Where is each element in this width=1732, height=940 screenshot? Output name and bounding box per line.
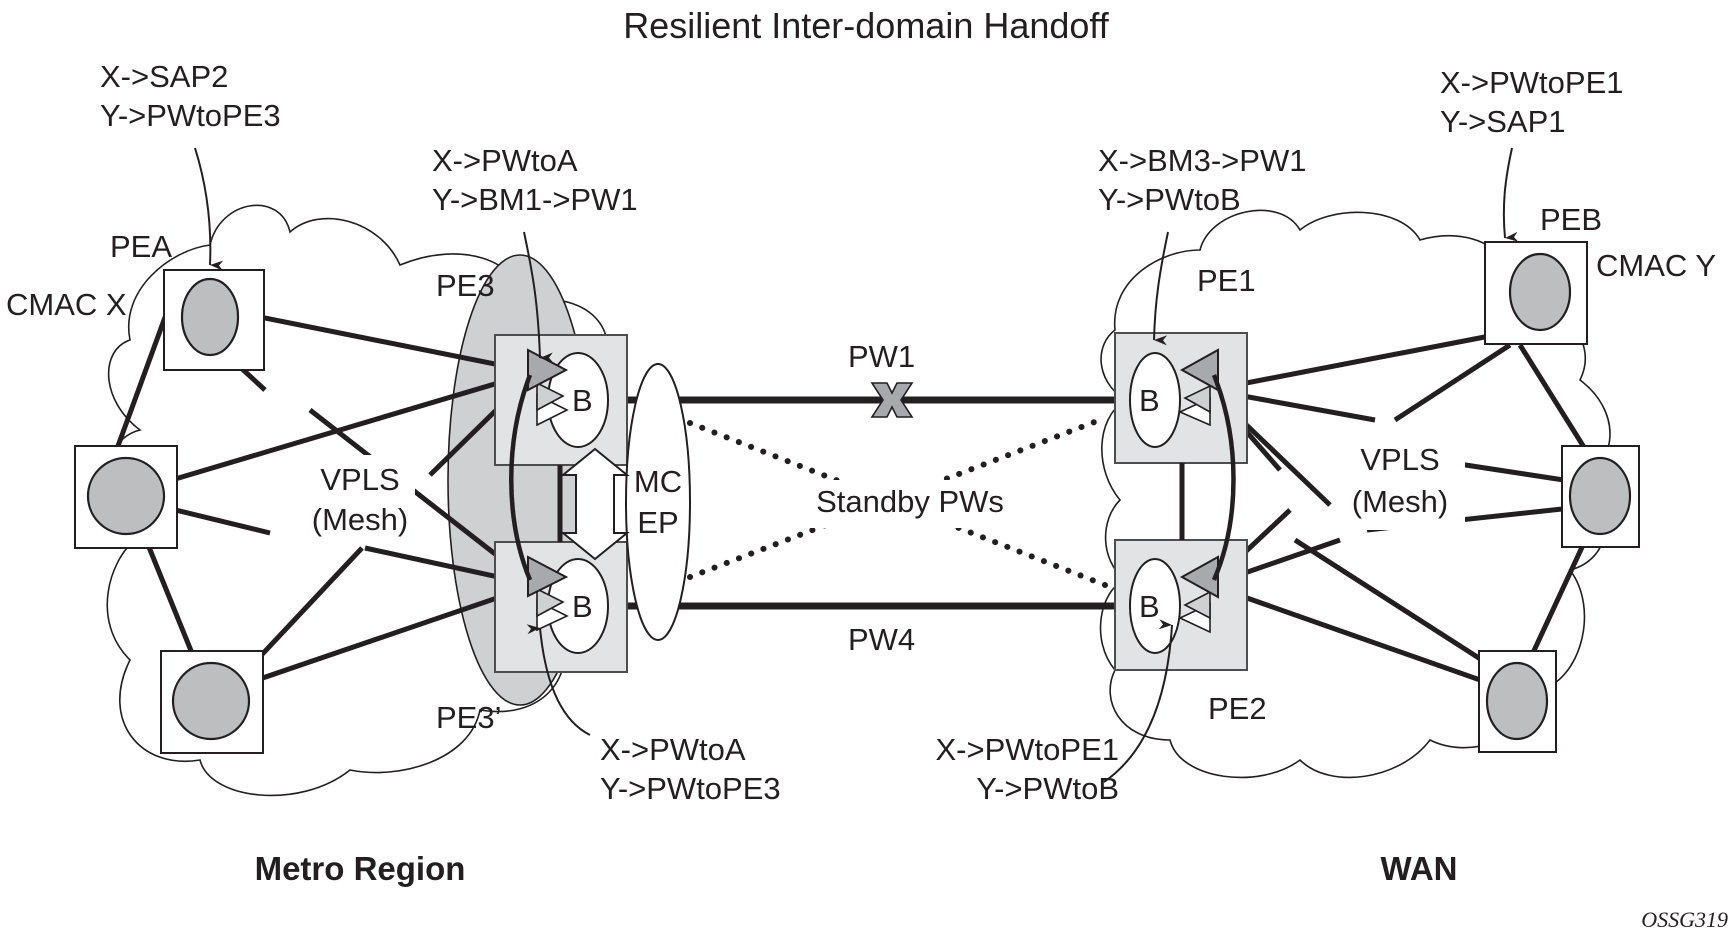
pea-node[interactable] xyxy=(163,269,265,371)
wan-vpls-label-line-1: VPLS xyxy=(1360,442,1439,477)
pe2-fib-line-2: Y->PWtoB xyxy=(976,771,1119,806)
pe1-fib-line-2: Y->PWtoB xyxy=(1098,182,1241,217)
standby-pws-label: Standby PWs xyxy=(816,484,1004,519)
mc-ep-label-line-2: EP xyxy=(637,505,678,540)
pe3-prime-label: PE3’ xyxy=(436,700,501,735)
mc-ep-ellipse xyxy=(625,363,691,641)
cmac-y-label: CMAC Y xyxy=(1596,248,1716,283)
peb-label: PEB xyxy=(1540,202,1602,237)
pe3-redundancy-curve xyxy=(509,374,533,581)
diagram-title: Resilient Inter-domain Handoff xyxy=(623,5,1110,46)
peb-node[interactable] xyxy=(1484,241,1588,345)
pe2-label: PE2 xyxy=(1208,691,1267,726)
pe2-annotation-arrow xyxy=(1103,619,1173,783)
wan-pe-middle-node[interactable] xyxy=(1561,445,1640,548)
mc-ep-label-line-1: MC xyxy=(634,464,682,499)
standby-label-bg xyxy=(765,480,1055,528)
sap-triangles-pe2 xyxy=(1178,555,1219,634)
bridge-label-pe3-prime: B xyxy=(572,589,593,624)
bridge-label-pe1: B xyxy=(1139,383,1160,418)
metro-vpls-label-line-2: (Mesh) xyxy=(312,502,408,537)
wan-region-label: WAN xyxy=(1381,850,1458,887)
figure-code: OSSG319 xyxy=(1641,907,1728,932)
pe3-prime-fib-line-2: Y->PWtoPE3 xyxy=(600,771,781,806)
vpls-label-bg xyxy=(285,455,415,545)
wan-vpls-label-line-2: (Mesh) xyxy=(1352,484,1448,519)
bridge-pe1 xyxy=(1129,352,1181,448)
pea-fib-line-1: X->SAP2 xyxy=(100,59,228,94)
pe1-fib-line-1: X->BM3->PW1 xyxy=(1098,143,1306,178)
cmac-x-label: CMAC X xyxy=(6,287,127,322)
metro-vpls-label-line-1: VPLS xyxy=(320,462,399,497)
bridge-label-pe2: B xyxy=(1139,589,1160,624)
bridge-label-pe3: B xyxy=(572,383,593,418)
pea-label: PEA xyxy=(110,229,172,264)
peb-annotation-arrow xyxy=(1502,147,1519,242)
pw4-label: PW4 xyxy=(848,622,915,657)
peb-fib-line-2: Y->SAP1 xyxy=(1440,104,1566,139)
pe1-annotation-arrow xyxy=(1153,231,1169,346)
pe1-label: PE1 xyxy=(1197,263,1256,298)
bridge-pe2 xyxy=(1129,558,1181,654)
failure-x-icon xyxy=(870,382,914,418)
metro-region-label: Metro Region xyxy=(255,850,466,887)
pe3-fib-line-1: X->PWtoA xyxy=(432,143,578,178)
peb-fib-line-1: X->PWtoPE1 xyxy=(1440,65,1624,100)
pe3-prime-annotation-arrow xyxy=(526,624,591,736)
pe3-label: PE3 xyxy=(436,268,495,303)
pe3-prime-fib-line-1: X->PWtoA xyxy=(600,732,746,767)
pe3-fib-line-2: Y->BM1->PW1 xyxy=(432,182,638,217)
sap-triangles-pe1 xyxy=(1178,348,1219,427)
pe2-fib-line-1: X->PWtoPE1 xyxy=(936,732,1120,767)
pea-annotation-arrow xyxy=(194,147,224,271)
metro-pe-bottom-node[interactable] xyxy=(160,650,264,754)
sap-triangles-pe3-prime xyxy=(527,555,569,632)
wan-pe-bottom-node[interactable] xyxy=(1478,650,1557,753)
vpls-label-bg xyxy=(1335,435,1465,530)
mc-sync-double-arrow-icon xyxy=(560,447,630,561)
pea-fib-line-2: Y->PWtoPE3 xyxy=(100,98,281,133)
pe1-redundancy-curve xyxy=(1211,374,1236,581)
metro-pe-middle-node[interactable] xyxy=(74,445,178,549)
pw1-label: PW1 xyxy=(848,339,915,374)
pe3-annotation-arrow xyxy=(523,231,554,363)
